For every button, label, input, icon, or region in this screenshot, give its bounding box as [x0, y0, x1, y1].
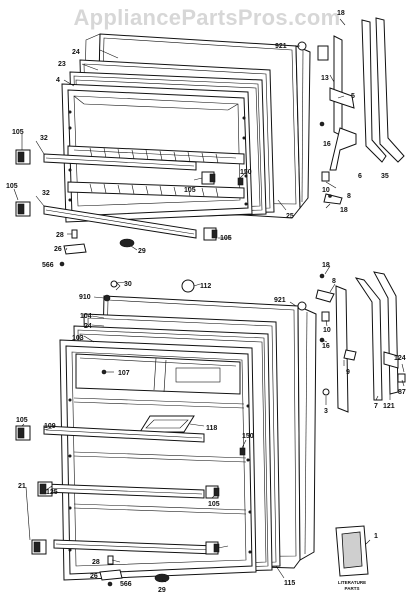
door-stop-150b [239, 447, 246, 456]
label-150b: 150 [242, 433, 254, 440]
label-24b: 24 [84, 323, 92, 330]
label-921b: 921 [274, 297, 286, 304]
freezer-door-assembly [13, 17, 405, 267]
callout-labels: 18 921 24 23 4 13 5 16 10 8 18 6 35 25 1… [6, 10, 406, 594]
label-18: 18 [337, 10, 345, 17]
label-8: 8 [347, 193, 351, 200]
label-105-a: 105 [12, 129, 24, 136]
literature-label-line2: PARTS [345, 586, 360, 591]
freezer-leader-lines [13, 18, 346, 251]
label-104: 104 [80, 313, 92, 320]
egg-tray [139, 415, 195, 433]
label-26: 26 [54, 246, 62, 253]
label-105f: 105 [208, 501, 220, 508]
label-29b: 29 [158, 587, 166, 594]
label-18c: 18 [322, 262, 330, 269]
label-24: 24 [72, 49, 80, 56]
label-29: 29 [138, 248, 146, 255]
label-28b: 28 [92, 559, 100, 566]
label-105e: 105 [16, 417, 28, 424]
label-7: 7 [374, 403, 378, 410]
label-4: 4 [56, 77, 60, 84]
freezer-bar-end-caps [15, 149, 218, 241]
label-25: 25 [286, 213, 294, 220]
label-1: 1 [374, 533, 378, 540]
label-5: 5 [351, 93, 355, 100]
label-105-b: 105 [6, 183, 18, 190]
watermark: AppliancePartsPros.com [73, 5, 340, 30]
label-105-c: 105 [184, 187, 196, 194]
label-118: 118 [206, 425, 217, 432]
label-16: 16 [323, 141, 331, 148]
label-28: 28 [56, 232, 64, 239]
label-566b: 566 [120, 581, 132, 588]
label-30: 30 [124, 281, 132, 288]
fresh-food-bar-end-caps [15, 425, 220, 555]
label-35: 35 [381, 173, 389, 180]
label-8b: 8 [332, 278, 336, 285]
literature-parts: LITERATURE PARTS [335, 525, 369, 591]
fresh-food-leader-lines [21, 265, 405, 583]
label-6: 6 [358, 173, 362, 180]
label-18b: 18 [340, 207, 348, 214]
label-13: 13 [321, 75, 329, 82]
fresh-food-hinges [315, 271, 406, 413]
label-910: 910 [79, 294, 91, 301]
label-921: 921 [275, 43, 287, 50]
label-3: 3 [324, 408, 328, 415]
label-23: 23 [58, 61, 66, 68]
label-32-a: 32 [40, 135, 48, 142]
door-stop-150 [237, 177, 244, 186]
freezer-hinges [297, 17, 405, 205]
label-10b: 10 [323, 327, 331, 334]
label-16b: 16 [322, 343, 330, 350]
freezer-small-parts [59, 229, 135, 267]
label-26b: 26 [90, 573, 98, 580]
label-121: 121 [383, 403, 395, 410]
fresh-food-door-assembly: LITERATURE PARTS [15, 265, 406, 591]
literature-label-line1: LITERATURE [338, 580, 366, 585]
label-150: 150 [240, 169, 252, 176]
label-107: 107 [118, 370, 130, 377]
freezer-door-liner [61, 83, 253, 223]
label-112: 112 [200, 283, 211, 290]
label-87: 87 [398, 389, 406, 396]
label-109: 109 [44, 423, 56, 430]
label-124: 124 [394, 355, 406, 362]
label-125: 125 [46, 489, 58, 496]
label-9: 9 [346, 369, 350, 376]
label-105-d: 105 [220, 235, 232, 242]
label-115: 115 [284, 580, 295, 587]
label-10: 10 [322, 187, 330, 194]
label-32-b: 32 [42, 190, 50, 197]
fresh-food-door-liner [59, 339, 257, 581]
label-103: 103 [72, 335, 84, 342]
label-566: 566 [42, 262, 54, 269]
label-21: 21 [18, 483, 26, 490]
